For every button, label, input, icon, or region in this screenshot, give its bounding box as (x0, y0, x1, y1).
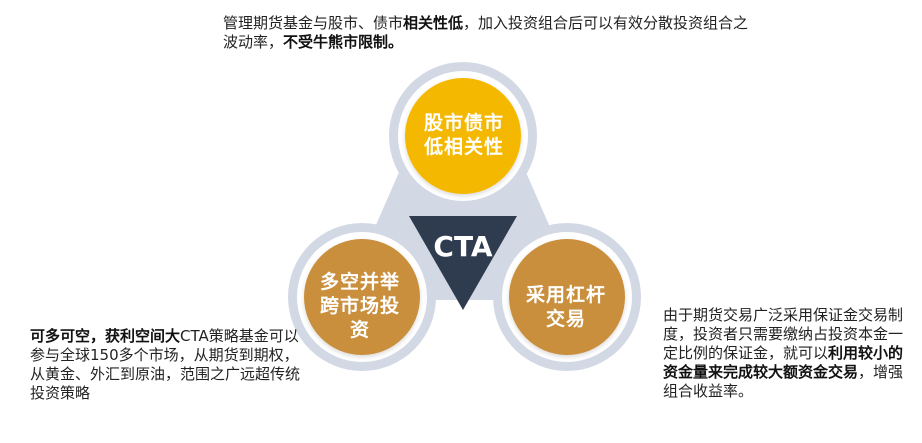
right-text-part2: ，增强组合收益率。 (663, 363, 904, 400)
right-text-part1: 由于期货交易广泛采用保证金交易制度，投资者只需要缴纳占投资本金一定比例的保证金，… (663, 306, 904, 362)
top-text-part2: ，加入投资组合后可以有效分散投资组合之波动率， (223, 14, 749, 51)
top-description: 管理期货基金与股市、债市相关性低，加入投资组合后可以有效分散投资组合之波动率，不… (223, 14, 763, 52)
circle-right-label: 采用杠杆 交易 (514, 283, 618, 331)
circle-right-line1: 采用杠杆 (525, 284, 606, 306)
circle-top-line1: 股市债市 (423, 112, 504, 134)
right-description: 由于期货交易广泛采用保证金交易制度，投资者只需要缴纳占投资本金一定比例的保证金，… (663, 306, 908, 401)
circle-left-label: 多空并举 跨市场投 资 (313, 270, 407, 342)
top-text-bold1: 相关性低 (403, 14, 464, 32)
circle-left-line1: 多空并举 (319, 271, 400, 293)
circle-right-line2: 交易 (545, 308, 586, 330)
circle-top-label: 股市债市 低相关性 (405, 111, 523, 159)
top-text-part1: 管理期货基金与股市、债市 (223, 14, 404, 32)
circle-top-line2: 低相关性 (423, 136, 504, 158)
cta-label: CTA (433, 230, 493, 263)
left-text-bold1: 可多可空，获利空间大 (30, 327, 181, 345)
circle-left (304, 239, 420, 355)
circle-right (509, 239, 625, 355)
circle-left-line3: 资 (349, 319, 370, 341)
cta-triangle (409, 216, 517, 310)
top-text-bold2: 不受牛熊市限制。 (283, 33, 404, 51)
left-description: 可多可空，获利空间大CTA策略基金可以参与全球150多个市场，从期货到期权，从黄… (30, 327, 305, 403)
left-text-part1: CTA策略基金可以参与全球150多个市场，从期货到期权，从黄金、外汇到原油，范围… (30, 327, 301, 402)
right-text-bold1: 利用较小的资金量来完成较大额资金交易 (663, 344, 904, 381)
circle-left-line2: 跨市场投 (319, 295, 400, 317)
circle-top (405, 78, 521, 194)
